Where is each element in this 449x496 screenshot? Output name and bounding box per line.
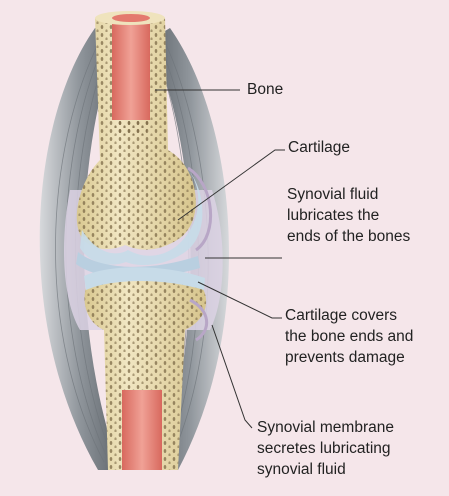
label-cartilage-covers: Cartilage covers the bone ends and preve… xyxy=(285,305,413,368)
label-synovial-fluid: Synovial fluid lubricates the ends of th… xyxy=(287,184,410,247)
label-cartilage: Cartilage xyxy=(288,137,350,158)
label-synovial-membrane: Synovial membrane secretes lubricating s… xyxy=(257,417,394,480)
label-bone: Bone xyxy=(247,79,283,100)
